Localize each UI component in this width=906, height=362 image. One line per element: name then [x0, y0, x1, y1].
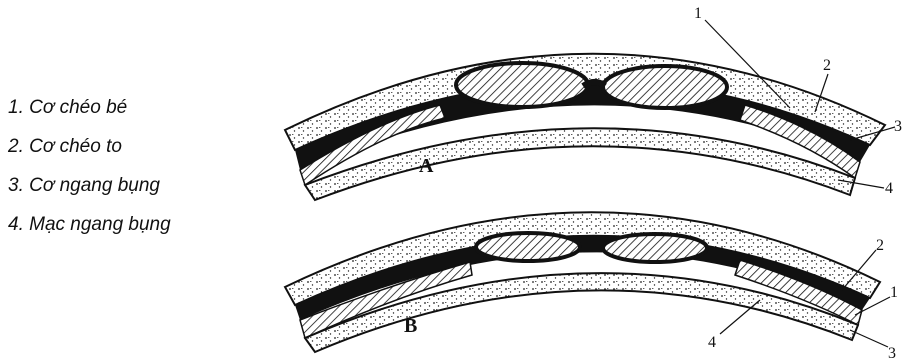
section-b: [285, 212, 880, 352]
section-a: [285, 54, 885, 200]
callout-b-3: 3: [888, 345, 896, 362]
callout-b-4: 4: [708, 334, 716, 351]
figure-label-b: B: [404, 315, 417, 337]
callout-a-3: 3: [894, 118, 902, 135]
figure-label-a: A: [419, 155, 434, 177]
callout-a-1: 1: [694, 5, 702, 22]
callout-a-2: 2: [823, 57, 831, 74]
callout-b-1: 1: [890, 284, 898, 301]
callout-a-4: 4: [885, 180, 893, 197]
callout-b-2: 2: [876, 237, 884, 254]
